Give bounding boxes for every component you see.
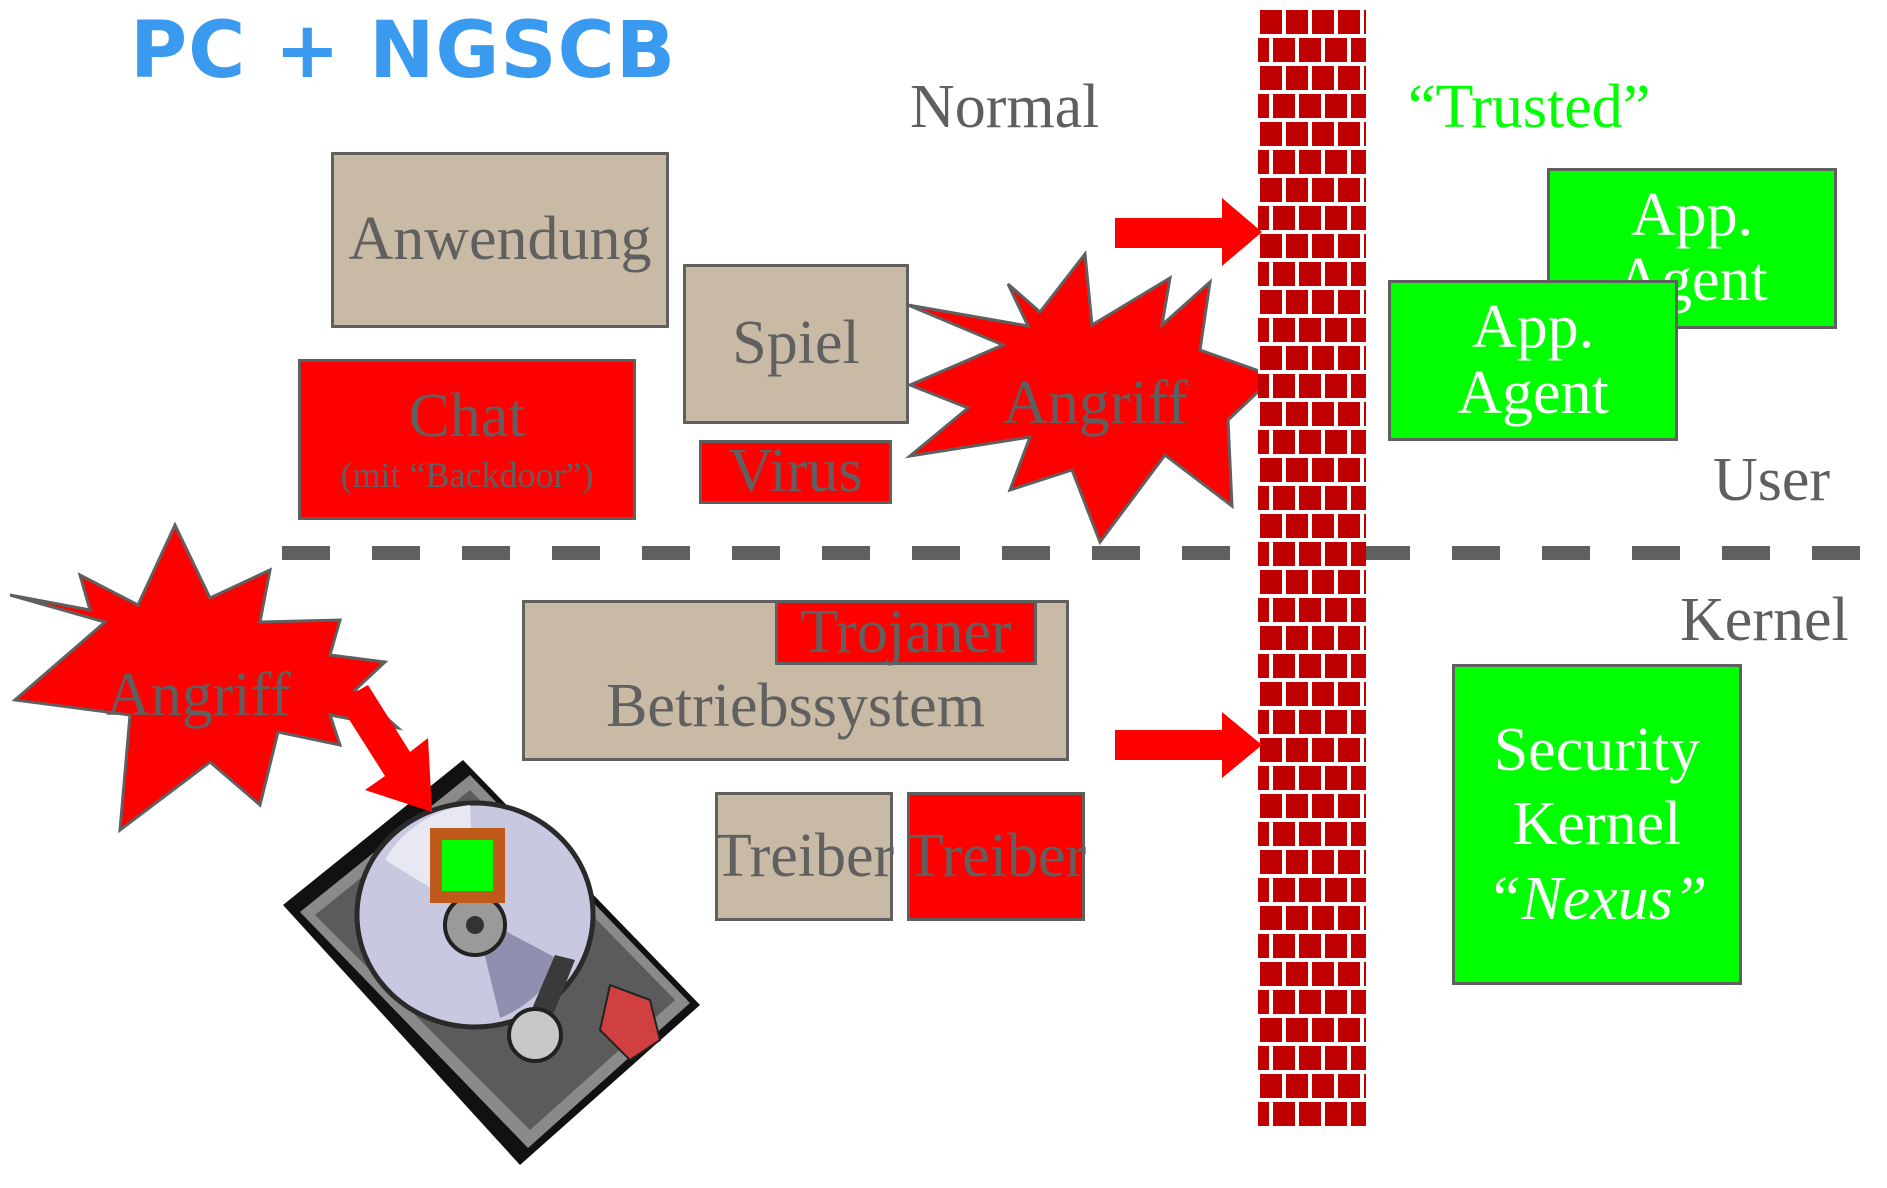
- attack-starburst-upper: [904, 250, 1264, 546]
- user-kernel-divider: [282, 546, 1887, 560]
- attack-label-upper: Angriff: [1003, 369, 1188, 437]
- arrow-attack-to-disk: [338, 685, 432, 812]
- treiber-box: Treiber: [713, 792, 895, 921]
- betriebssystem-label: Betriebssystem: [606, 671, 985, 740]
- security-kernel-box: Security Kernel “Nexus”: [1452, 664, 1742, 985]
- trojaner-box: Trojaner: [775, 597, 1037, 666]
- region-label-kernel: Kernel: [1680, 586, 1849, 654]
- app-agent-front-line2: Agent: [1457, 358, 1609, 427]
- attack-starburst-lower: [9, 521, 404, 834]
- trojaner-label: Trojaner: [800, 597, 1012, 666]
- app-agent-front-line1: App.: [1471, 293, 1595, 362]
- chat-backdoor-note: (mit “Backdoor”): [340, 455, 594, 496]
- security-kernel-line1: Security: [1493, 715, 1701, 784]
- treiber-compromised-box: Treiber: [905, 792, 1087, 921]
- spiel-label: Spiel: [732, 309, 860, 378]
- virus-label: Virus: [728, 437, 863, 506]
- attack-label-lower: Angriff: [106, 661, 291, 729]
- region-label-trusted: “Trusted”: [1408, 73, 1651, 141]
- firewall-wall: [1258, 8, 1366, 1130]
- treiber-compromised-label: Treiber: [905, 821, 1087, 890]
- anwendung-box: Anwendung: [331, 152, 669, 328]
- chat-box: Chat (mit “Backdoor”): [298, 359, 636, 520]
- spiel-box: Spiel: [683, 264, 909, 424]
- treiber-label: Treiber: [713, 821, 895, 890]
- arrow-user-to-wall: [1115, 198, 1262, 266]
- security-kernel-line2: Kernel: [1512, 790, 1682, 859]
- security-kernel-nexus: “Nexus”: [1486, 864, 1708, 933]
- region-label-normal: Normal: [910, 73, 1100, 141]
- virus-box: Virus: [699, 437, 892, 506]
- region-label-user: User: [1713, 446, 1831, 514]
- arrow-kernel-to-wall: [1115, 712, 1262, 778]
- chat-label: Chat: [408, 382, 526, 451]
- app-agent-box-front: App. Agent: [1388, 280, 1678, 441]
- page-title: PC + NGSCB: [130, 6, 677, 96]
- hard-disk-icon: [283, 760, 700, 1165]
- app-agent-back-line1: App.: [1630, 181, 1754, 249]
- anwendung-label: Anwendung: [348, 205, 652, 274]
